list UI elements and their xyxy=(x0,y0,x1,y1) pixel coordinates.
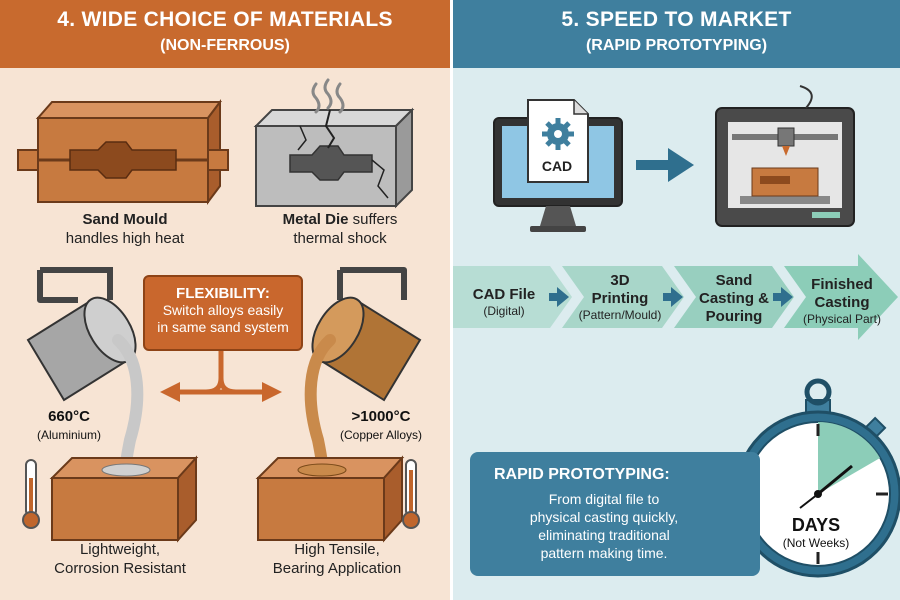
rapid-body: From digital file to physical casting qu… xyxy=(494,490,714,562)
rapid-prototyping-box: RAPID PROTOTYPING: From digital file to … xyxy=(470,452,760,576)
right-subtitle: (RAPID PROTOTYPING) xyxy=(585,37,768,54)
step-4-sub: (Physical Part) xyxy=(802,312,882,326)
step-2-sub: (Pattern/Mould) xyxy=(578,308,662,322)
panel-divider xyxy=(450,0,453,600)
copper-benefit: High Tensile, Bearing Application xyxy=(232,540,442,578)
step-2-name-1: 3D xyxy=(610,272,630,289)
metal-die-text2: thermal shock xyxy=(293,230,387,247)
days-main: DAYS xyxy=(791,515,841,535)
step-sand-casting: Sand Casting & Pouring xyxy=(686,272,782,326)
step-3-name-1: Sand xyxy=(715,272,753,289)
step-finished-casting: Finished Casting (Physical Part) xyxy=(794,276,890,327)
process-flow xyxy=(453,254,898,340)
metal-die-illustration xyxy=(253,107,415,209)
sand-mould-caption: Sand Mould handles high heat xyxy=(30,210,220,248)
thermometer-icon xyxy=(402,459,420,529)
step-4-name-1: Finished xyxy=(811,276,873,293)
rapid-line-1: From digital file to xyxy=(548,491,660,507)
flexibility-body-2: in same sand system xyxy=(157,319,289,335)
left-header: 4. WIDE CHOICE OF MATERIALS (NON-FERROUS… xyxy=(0,0,450,68)
copper-ladle-illustration xyxy=(304,267,422,490)
rapid-line-4: pattern making time. xyxy=(540,545,668,561)
flexibility-heading: FLEXIBILITY: xyxy=(176,285,270,302)
aluminium-sand-block xyxy=(49,455,199,543)
aluminium-temp: 660°C (Aluminium) xyxy=(24,408,114,444)
copper-temp: >1000°C (Copper Alloys) xyxy=(326,408,436,444)
thermometer-icon xyxy=(22,459,40,529)
3d-printer-icon xyxy=(715,85,855,227)
step-1-name: CAD File xyxy=(472,286,536,303)
days-label: DAYS (Not Weeks) xyxy=(760,515,872,550)
rapid-heading: RAPID PROTOTYPING: xyxy=(494,466,670,483)
flexibility-box: FLEXIBILITY: Switch alloys easily in sam… xyxy=(143,275,303,351)
aluminium-benefit: Lightweight, Corrosion Resistant xyxy=(20,540,220,578)
copper-benefit-2: Bearing Application xyxy=(272,560,402,577)
copper-sand-block xyxy=(255,455,405,543)
double-arrow-icon xyxy=(160,348,282,402)
aluminium-benefit-2: Corrosion Resistant xyxy=(54,560,186,577)
left-title: 4. WIDE CHOICE OF MATERIALS xyxy=(57,8,393,31)
gear-icon xyxy=(542,118,574,150)
right-header: 5. SPEED TO MARKET (RAPID PROTOTYPING) xyxy=(453,0,900,68)
aluminium-benefit-1: Lightweight, xyxy=(79,541,161,558)
copper-name: (Copper Alloys) xyxy=(339,428,423,442)
right-title: 5. SPEED TO MARKET xyxy=(561,8,792,31)
step-cad-file: CAD File (Digital) xyxy=(456,286,552,319)
aluminium-ladle-illustration xyxy=(26,267,144,490)
arrow-right-icon xyxy=(636,148,694,182)
sand-mould-bold: Sand Mould xyxy=(82,211,168,228)
step-2-name-2: Printing xyxy=(591,290,649,307)
aluminium-name: (Aluminium) xyxy=(36,428,101,442)
metal-die-bold: Metal Die xyxy=(282,211,349,228)
copper-temp-value: >1000°C xyxy=(351,408,411,425)
days-sub: (Not Weeks) xyxy=(782,536,850,550)
aluminium-temp-value: 660°C xyxy=(48,408,90,425)
left-subtitle: (NON-FERROUS) xyxy=(160,37,290,54)
metal-die-caption: Metal Die suffers thermal shock xyxy=(250,210,430,248)
rapid-line-2: physical casting quickly, xyxy=(529,509,679,525)
sand-mould-illustration xyxy=(17,99,229,205)
step-3-name-3: Pouring xyxy=(705,308,763,325)
sand-mould-text: handles high heat xyxy=(65,230,185,247)
heat-waves-icon xyxy=(311,78,345,114)
metal-die-text1: suffers xyxy=(348,211,398,228)
flexibility-body-1: Switch alloys easily xyxy=(162,302,284,318)
cad-label: CAD xyxy=(541,158,573,174)
copper-benefit-1: High Tensile, xyxy=(294,541,380,558)
step-1-sub: (Digital) xyxy=(483,304,525,318)
step-4-name-2: Casting xyxy=(814,294,870,311)
step-3-name-2: Casting & xyxy=(698,290,769,307)
step-3d-printing: 3D Printing (Pattern/Mould) xyxy=(572,272,668,323)
rapid-line-3: eliminating traditional xyxy=(538,527,670,543)
